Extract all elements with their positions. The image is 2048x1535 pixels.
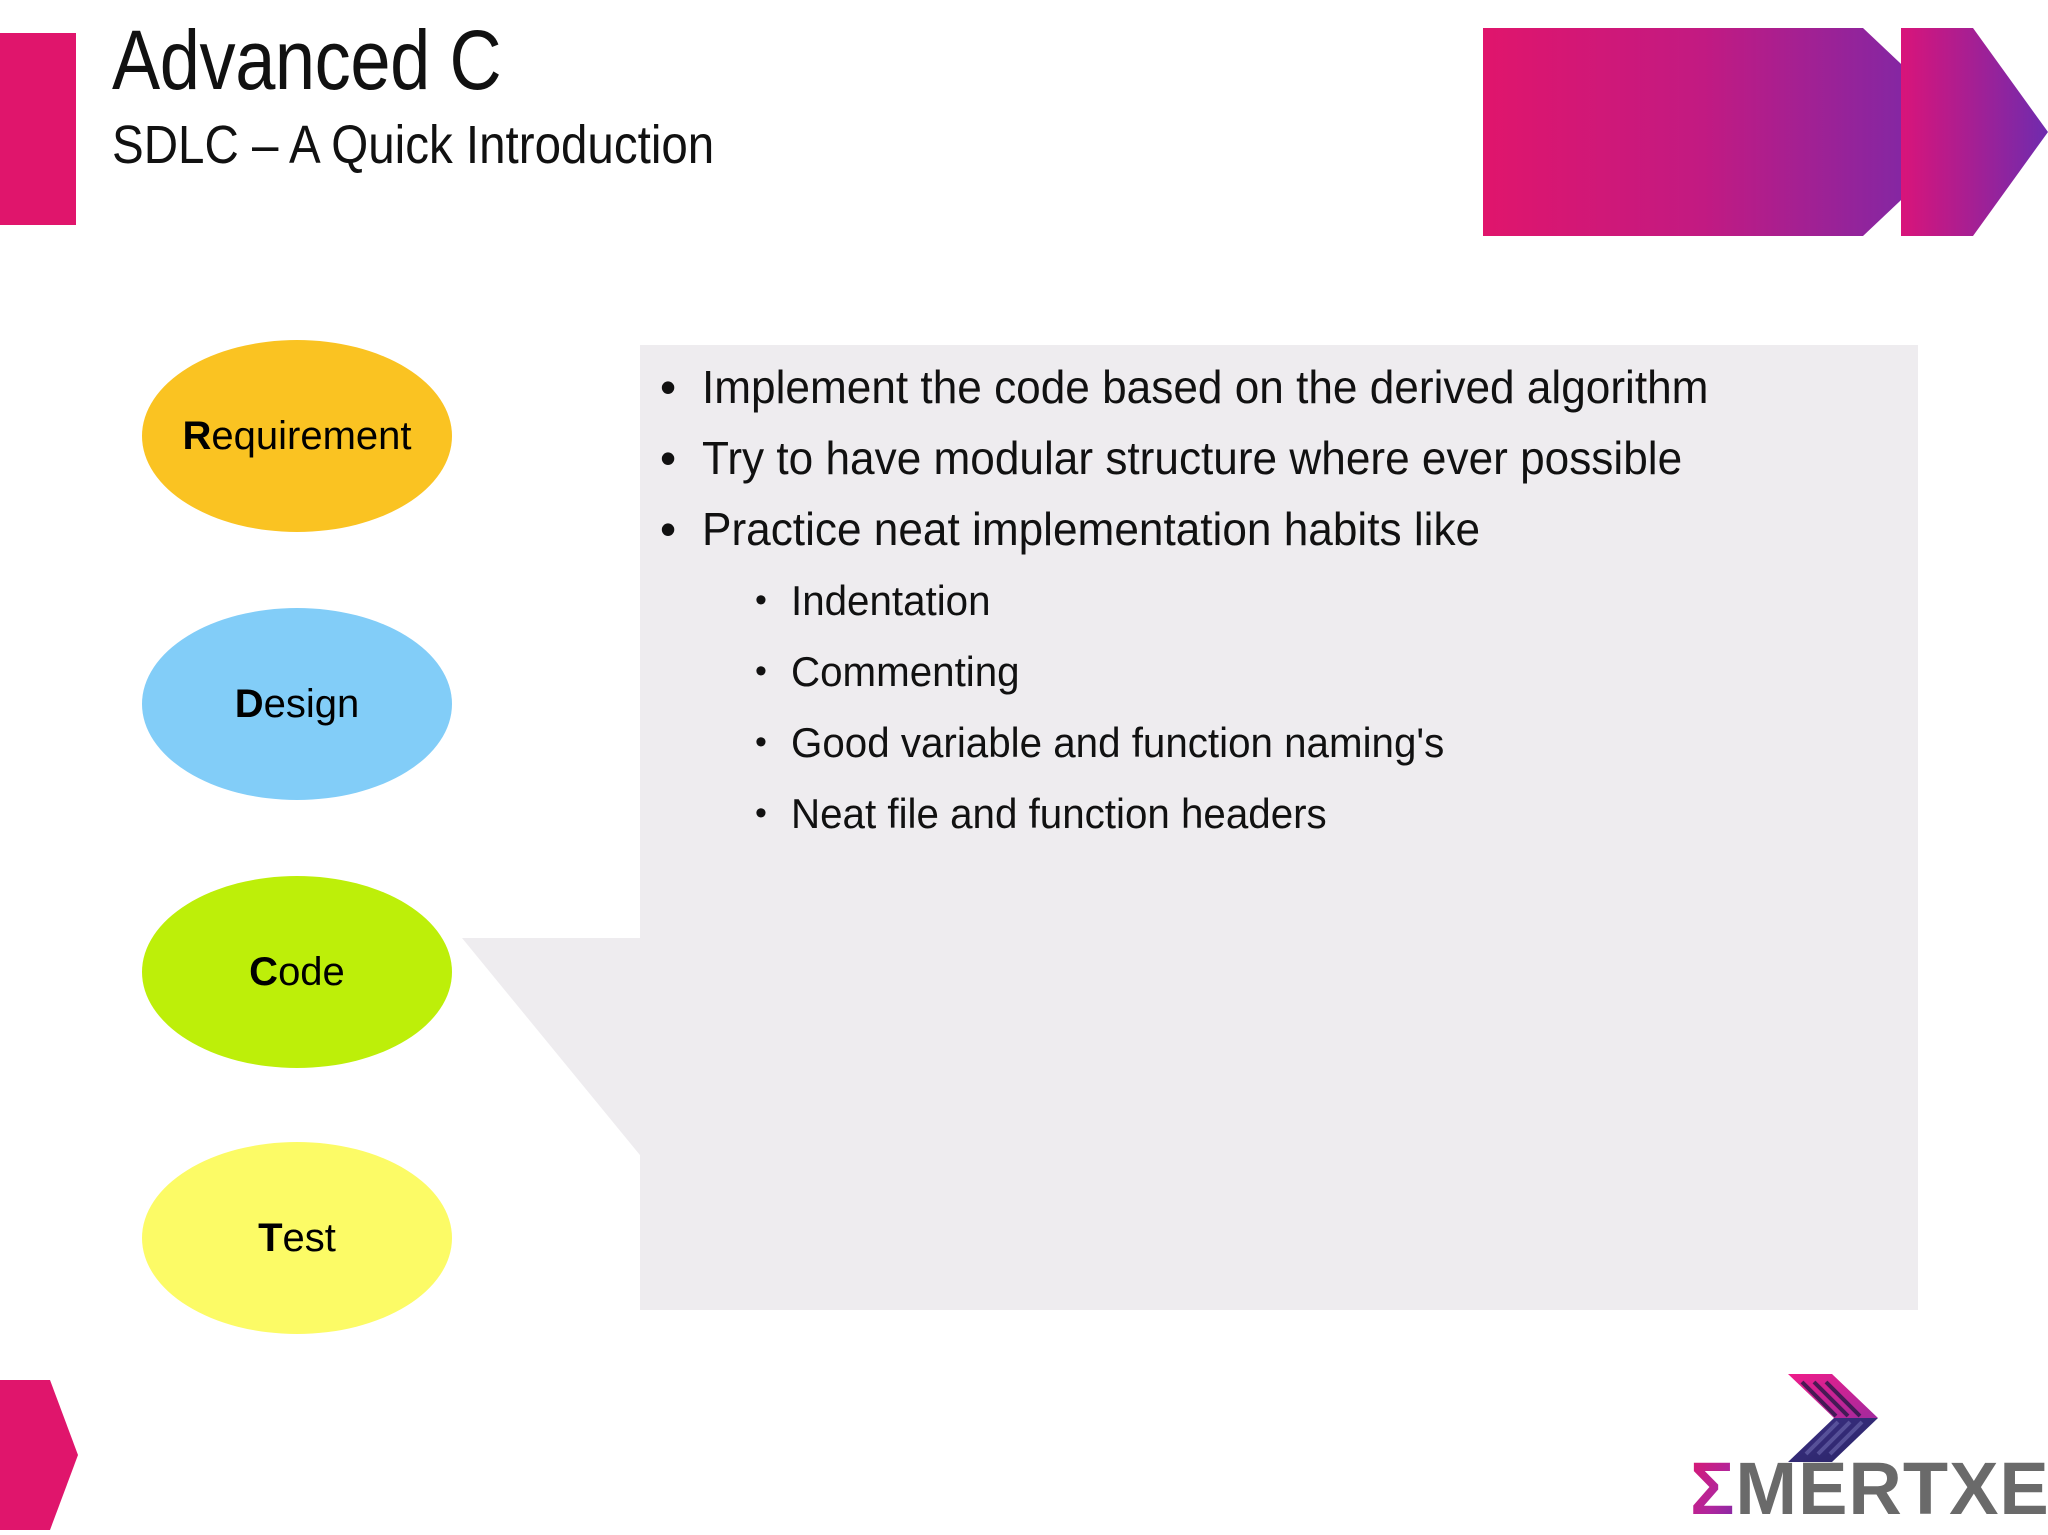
logo-chevron-svg [1788,1374,1878,1462]
stage-lead-letter: D [234,681,264,726]
bullet-marker-icon: • [660,503,677,555]
bullet-marker-icon: • [755,652,767,690]
bullet-text: Try to have modular structure where ever… [702,432,1683,484]
callout-tail-svg [462,938,644,1160]
logo-chevron-icon [1778,1372,1906,1464]
bullet-item-l1: • Practice neat implementation habits lik… [660,494,1910,565]
stage-lead-letter: R [182,413,212,458]
bullet-marker-icon: • [660,361,677,413]
bullet-marker-icon: • [755,723,767,761]
bullet-text: Good variable and function naming's [791,719,1445,766]
bullet-marker-icon: • [755,581,767,619]
callout-panel [640,345,1918,1310]
header-arrow-svg [1483,28,2048,236]
top-left-accent-block [0,33,76,225]
bullet-item-l2: • Commenting [660,636,1910,707]
page-title: Advanced C [112,13,502,107]
bullet-text: Commenting [791,648,1020,695]
header-arrow-graphic [1483,28,2048,236]
bullet-item-l1: • Try to have modular structure where eve… [660,423,1910,494]
bullet-item-l2: • Good variable and function naming's [660,707,1910,778]
stage-rest-letters: equirement [211,413,412,458]
bottom-left-accent-arrow [0,1380,78,1530]
bullet-item-l2: • Neat file and function headers [660,778,1910,849]
bullet-text: Implement the code based on the derived … [702,361,1709,413]
bullet-text: Neat file and function headers [791,790,1327,837]
stage-rest-letters: esign [263,681,360,726]
callout-tail [462,938,644,1160]
bullet-item-l1: • Implement the code based on the derived… [660,352,1910,423]
logo-wordmark-text: MERTXE [1735,1446,2048,1530]
bullet-marker-icon: • [755,794,767,832]
stage-rest-letters: ode [278,949,345,994]
callout-bullet-list: • Implement the code based on the derived… [660,352,1910,849]
stage-rest-letters: est [282,1215,336,1260]
bottom-left-arrow-svg [0,1380,78,1530]
stage-lead-letter: C [249,949,279,994]
logo-sigma-glyph: Σ [1690,1446,1736,1530]
stage-lead-letter: T [258,1215,283,1260]
bullet-marker-icon: • [660,432,677,484]
bullet-text: Practice neat implementation habits like [702,503,1481,555]
bullet-text: Indentation [791,577,991,624]
bullet-item-l2: • Indentation [660,565,1910,636]
page-subtitle: SDLC – A Quick Introduction [112,115,715,175]
